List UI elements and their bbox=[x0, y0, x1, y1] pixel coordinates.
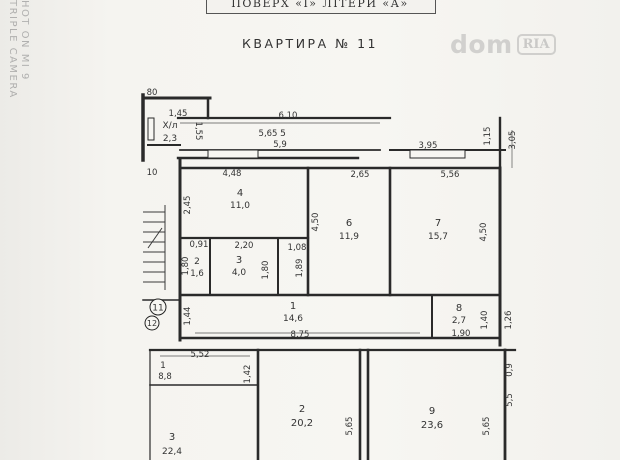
watermark-brand: dom bbox=[450, 29, 513, 59]
window-1 bbox=[207, 149, 259, 159]
dimension-label: 5,52 bbox=[191, 350, 210, 360]
room-number: 5 bbox=[280, 129, 286, 139]
dimension-labels: 80 1,45 1,55 6,10 5,65 5,9 3,95 1,15 3,0… bbox=[147, 88, 518, 435]
dimension-label: 1,15 bbox=[483, 127, 493, 146]
stairs bbox=[143, 205, 166, 290]
room-number: 1 bbox=[160, 361, 166, 371]
watermark-badge: RIA bbox=[516, 33, 556, 55]
dimension-label: 5,9 bbox=[273, 140, 287, 150]
dimension-label: 1,55 bbox=[193, 122, 203, 141]
dimension-label: 2,65 bbox=[351, 170, 370, 180]
dimension-label: 1,44 bbox=[183, 307, 193, 326]
room-number: 2 bbox=[194, 257, 200, 267]
window-2 bbox=[409, 149, 466, 159]
room-area: 4,0 bbox=[232, 268, 247, 278]
axis-marker-12-label: 12 bbox=[147, 319, 157, 328]
dimension-label: 4,48 bbox=[223, 169, 242, 179]
dimension-label: 10 bbox=[147, 168, 158, 178]
room-number: Х/л bbox=[163, 121, 178, 131]
dimension-label: 4,50 bbox=[311, 213, 321, 232]
window-openings bbox=[147, 117, 466, 159]
room-number: 2 bbox=[299, 404, 305, 415]
dimension-label: 80 bbox=[147, 88, 158, 98]
dimension-label: 0,9 bbox=[505, 363, 515, 377]
dimension-label: 1,45 bbox=[169, 109, 188, 119]
dimension-label: 5,65 bbox=[345, 417, 355, 436]
dimension-label: 2,45 bbox=[183, 196, 193, 215]
dimension-label: 1,42 bbox=[243, 365, 253, 384]
room-number: 1 bbox=[290, 301, 296, 312]
room-area: 11,9 bbox=[339, 232, 359, 242]
dimension-label: 1,08 bbox=[288, 243, 307, 253]
room-number: 4 bbox=[237, 188, 243, 199]
axis-marker-12 bbox=[144, 315, 160, 331]
room-number: 3 bbox=[236, 255, 242, 266]
room-area: 22,4 bbox=[162, 447, 182, 457]
room-number: 7 bbox=[435, 218, 441, 229]
dimension-label: 1,40 bbox=[480, 311, 490, 330]
dimension-label: 6,10 bbox=[279, 111, 298, 121]
room-number: 9 bbox=[429, 406, 435, 417]
room-area: 14,6 bbox=[283, 314, 303, 324]
room-area: 8,8 bbox=[158, 372, 172, 382]
dimension-label: 8,75 bbox=[291, 330, 310, 340]
room-number: 8 bbox=[456, 303, 462, 314]
dimension-label: 2,20 bbox=[235, 241, 254, 251]
dimension-label: 5,56 bbox=[441, 170, 460, 180]
dimension-label: 5,65 bbox=[259, 129, 278, 139]
apartment-title: КВАРТИРА № 11 bbox=[242, 36, 378, 51]
dimension-label: 0,91 bbox=[190, 240, 209, 250]
room-area: 2,3 bbox=[163, 134, 177, 144]
room-area: 23,6 bbox=[421, 420, 443, 431]
axis-markers bbox=[144, 298, 167, 331]
room-area: 20,2 bbox=[291, 418, 313, 429]
room-labels: Х/л 2,3 5 4 11,0 6 11,9 7 15,7 2 1,6 3 4… bbox=[158, 121, 466, 457]
dimension-label: 5,5 bbox=[505, 393, 515, 407]
dimension-label: 4,50 bbox=[479, 223, 489, 242]
room-number: 6 bbox=[346, 218, 352, 229]
dimension-lines bbox=[160, 122, 513, 357]
room-number: 3 bbox=[169, 432, 175, 443]
floor-header: ПОВЕРХ «I» ЛІТЕРИ «А» bbox=[231, 0, 409, 10]
dimension-label: 1,89 bbox=[295, 259, 305, 278]
room-area: 1,6 bbox=[190, 269, 204, 279]
watermark-logo: dom RIA bbox=[450, 28, 588, 60]
dimension-label: 5,65 bbox=[482, 417, 492, 436]
stair-arrow bbox=[147, 227, 163, 249]
header-frame bbox=[206, 0, 436, 14]
dimension-label: 1,80 bbox=[181, 257, 191, 276]
window-3 bbox=[147, 117, 155, 141]
dimension-label: 1,26 bbox=[504, 311, 514, 330]
dimension-label: 3,95 bbox=[419, 141, 438, 151]
dimension-label: 1,90 bbox=[452, 329, 471, 339]
room-area: 15,7 bbox=[428, 232, 448, 242]
walls bbox=[141, 93, 517, 460]
dimension-label: 1,80 bbox=[261, 261, 271, 280]
room-area: 11,0 bbox=[230, 201, 250, 211]
axis-marker-11-label: 11 bbox=[152, 304, 163, 314]
room-area: 2,7 bbox=[452, 316, 466, 326]
axis-marker-11 bbox=[149, 298, 167, 316]
dimension-label: 3,05 bbox=[508, 131, 518, 150]
